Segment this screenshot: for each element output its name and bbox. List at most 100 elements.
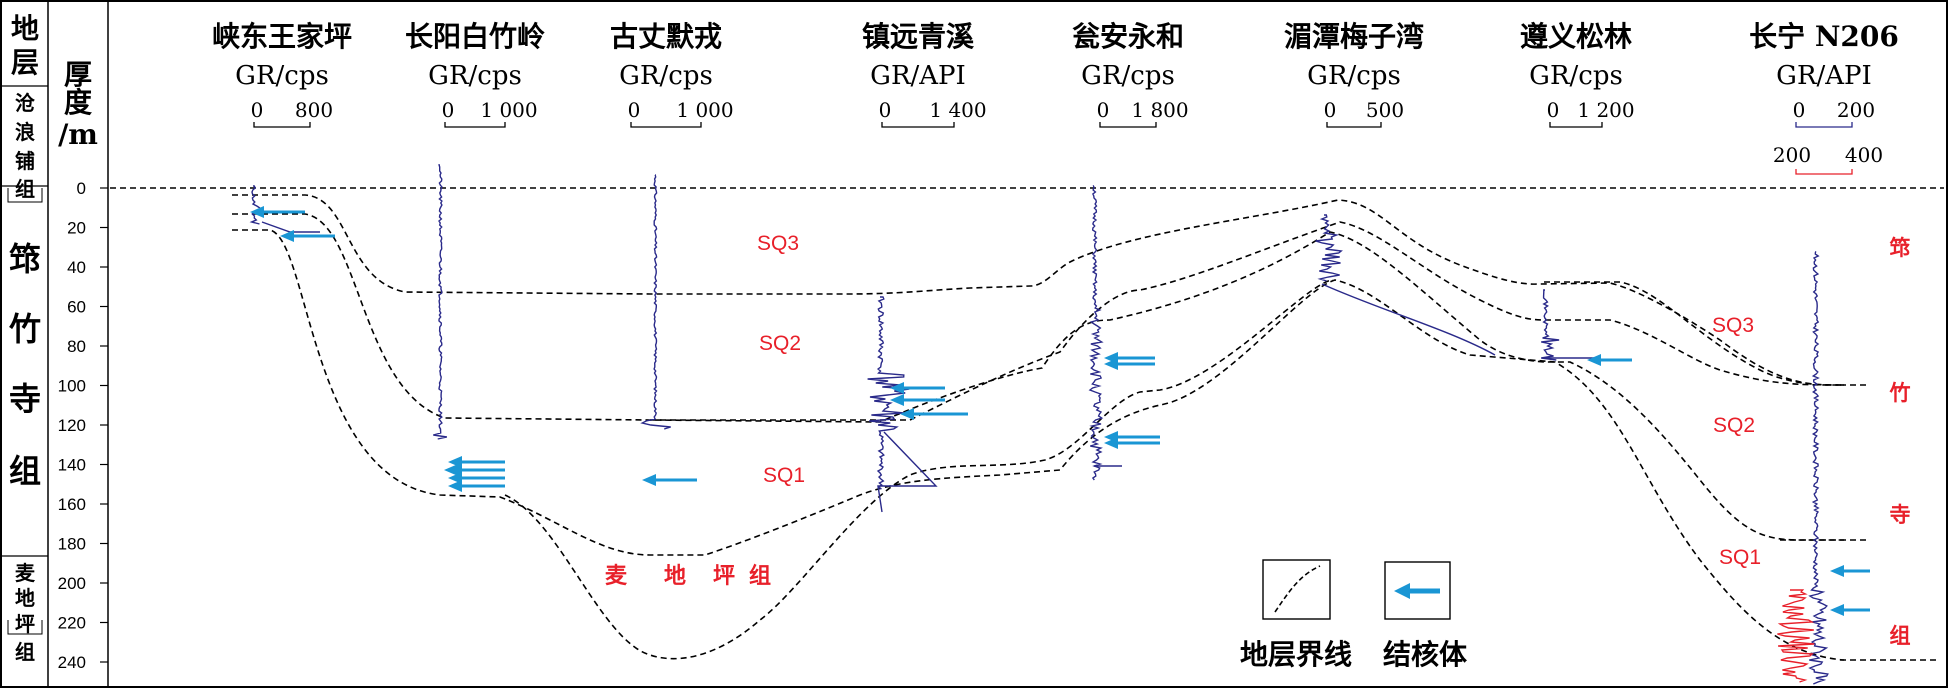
gr-curve-link bbox=[877, 431, 938, 513]
formation-char: 铺 bbox=[15, 149, 35, 173]
maidiping-char: 麦 bbox=[605, 563, 628, 588]
scale-min: 0 bbox=[879, 98, 892, 122]
nodule-arrowhead bbox=[1104, 358, 1118, 370]
sq1-base-line bbox=[232, 229, 1845, 661]
scale-bar bbox=[1099, 122, 1157, 128]
nodule-arrowhead bbox=[280, 230, 294, 242]
qiongzhusi-right-char: 组 bbox=[1890, 624, 1911, 648]
stratum-header-1: 地 bbox=[11, 12, 39, 45]
nodule-arrowhead bbox=[1104, 437, 1118, 449]
depth-tick-label: 0 bbox=[77, 179, 86, 198]
qiongzhusi-right-char: 寺 bbox=[1890, 503, 1911, 527]
well-name: 湄潭梅子湾 bbox=[1284, 20, 1424, 53]
depth-tick-label: 180 bbox=[58, 535, 86, 554]
gr-curve bbox=[1808, 251, 1829, 685]
scale-max: 800 bbox=[295, 98, 333, 122]
qiongzhusi-right-char: 竹 bbox=[1889, 381, 1911, 405]
maidiping-char: 地 bbox=[664, 563, 686, 588]
sequence-label: SQ2 bbox=[1713, 414, 1755, 437]
nodule-arrowhead bbox=[642, 474, 656, 486]
sequence-label: SQ3 bbox=[1712, 314, 1754, 337]
stratigraphic-boundaries bbox=[232, 194, 1940, 661]
scale-min: 0 bbox=[1793, 98, 1806, 122]
maidiping-char: 组 bbox=[749, 563, 771, 588]
scale2-max: 400 bbox=[1845, 143, 1883, 167]
gr-curve bbox=[640, 174, 671, 430]
depth-tick-label: 240 bbox=[58, 653, 86, 672]
scale-bar bbox=[444, 122, 506, 128]
scale-max: 1 000 bbox=[480, 98, 537, 122]
scale-bar-red bbox=[1795, 169, 1853, 175]
sq2-base-line bbox=[232, 213, 1844, 541]
nodule-arrowhead bbox=[890, 382, 904, 394]
formation-char: 麦 bbox=[15, 561, 36, 585]
qiongzhusi-right-char: 筇 bbox=[1890, 236, 1911, 260]
well-name: 长宁 N206 bbox=[1749, 20, 1899, 53]
well-name: 遵义松林 bbox=[1520, 20, 1632, 53]
depth-tick-label: 60 bbox=[67, 298, 86, 317]
gr-curve-link bbox=[1321, 283, 1496, 356]
boundary-legend-icon bbox=[1274, 565, 1321, 613]
thickness-header-1: 厚 bbox=[64, 58, 92, 91]
gr-curve-tail bbox=[261, 221, 320, 233]
well-curve-type: GR/cps bbox=[1081, 61, 1175, 91]
well-curve-type: GR/cps bbox=[1529, 61, 1623, 91]
sq3-base-line bbox=[232, 194, 1844, 386]
gr-curve bbox=[1088, 185, 1104, 481]
nodule-arrowhead bbox=[250, 206, 264, 218]
formation-char: 地 bbox=[15, 586, 35, 610]
depth-tick-label: 120 bbox=[58, 416, 86, 435]
nodule-arrowhead bbox=[900, 408, 914, 420]
stratum-header-2: 层 bbox=[11, 46, 39, 79]
scale-min: 0 bbox=[442, 98, 455, 122]
scale-min: 0 bbox=[1324, 98, 1337, 122]
scale-max: 500 bbox=[1366, 98, 1404, 122]
maidiping-red-label: 麦 地 坪组 bbox=[605, 563, 771, 588]
thickness-header-3: /m bbox=[58, 118, 98, 151]
gr-curve bbox=[249, 185, 263, 225]
nodule-arrowhead bbox=[448, 456, 462, 468]
scale-bar bbox=[1326, 122, 1382, 128]
formation-char: 组 bbox=[15, 177, 35, 201]
nodule-arrowhead bbox=[890, 394, 904, 406]
scale-bar bbox=[1549, 122, 1603, 128]
sequence-label: SQ1 bbox=[1719, 546, 1761, 569]
sequence-label: SQ2 bbox=[759, 332, 801, 355]
well-name: 镇远青溪 bbox=[862, 20, 975, 53]
nodule-arrowhead bbox=[1587, 354, 1601, 366]
well-curve-type: GR/cps bbox=[619, 61, 713, 91]
formation-char: 组 bbox=[9, 452, 41, 490]
scale-bar bbox=[1795, 122, 1853, 128]
boundary-legend-box bbox=[1262, 559, 1331, 620]
maidiping-char: 坪 bbox=[713, 563, 735, 588]
scale2-min: 200 bbox=[1773, 143, 1811, 167]
qiongzhusi-mid-line bbox=[650, 221, 1845, 421]
formation-char: 竹 bbox=[9, 310, 41, 348]
gr-curve bbox=[433, 164, 448, 440]
nodule-arrowhead bbox=[1830, 604, 1844, 616]
depth-tick-label: 40 bbox=[67, 258, 86, 277]
formation-char: 寺 bbox=[9, 380, 41, 418]
depth-tick-label: 80 bbox=[67, 337, 86, 356]
scale-max: 200 bbox=[1837, 98, 1875, 122]
depth-tick-label: 200 bbox=[58, 574, 86, 593]
formation-char: 组 bbox=[15, 640, 35, 664]
scale-bar bbox=[253, 122, 311, 128]
gr-curve bbox=[1541, 289, 1560, 361]
depth-tick-label: 160 bbox=[58, 495, 86, 514]
nodule-legend-box bbox=[1384, 561, 1451, 620]
depth-tick-label: 140 bbox=[58, 456, 86, 475]
scale-bar bbox=[881, 122, 955, 128]
well-name: 长阳白竹岭 bbox=[405, 20, 545, 53]
depth-tick-label: 100 bbox=[58, 377, 86, 396]
gamma-ray-curves bbox=[249, 164, 1829, 685]
thickness-header-2: 度 bbox=[64, 86, 92, 119]
well-name: 古丈默戎 bbox=[610, 20, 722, 53]
